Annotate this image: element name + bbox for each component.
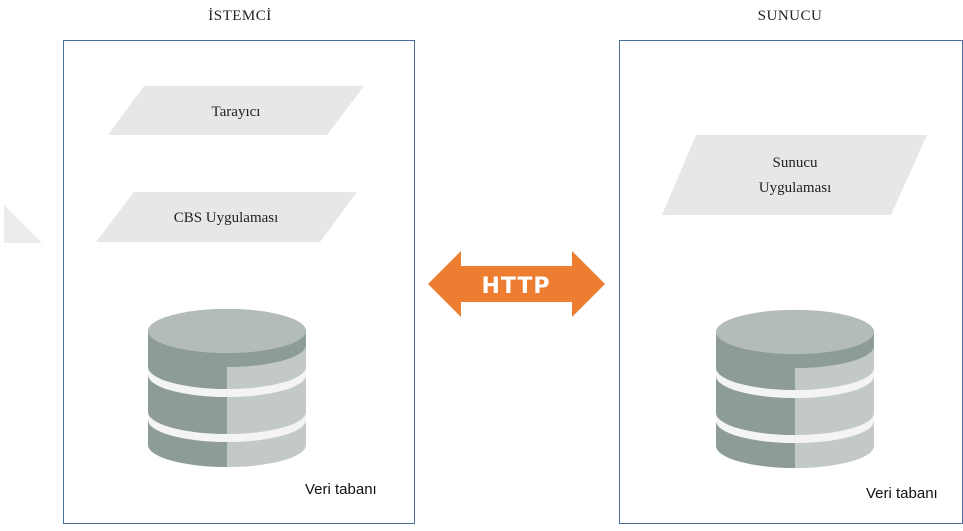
http-double-arrow: [428, 251, 605, 317]
client-title: İSTEMCİ: [208, 8, 272, 24]
server-database-icon: [716, 310, 874, 468]
server-application-label-line2: Uygulaması: [759, 180, 832, 196]
server-application-shape: [662, 135, 927, 215]
server-title: SUNUCU: [757, 8, 823, 24]
client-database-label: Veri tabanı: [305, 481, 377, 498]
client-database-icon: [148, 309, 306, 467]
gis-application-label: CBS Uygulaması: [174, 210, 279, 226]
browser-label: Tarayıcı: [212, 104, 261, 120]
server-application-label-line1: Sunucu: [773, 155, 819, 171]
http-label: HTTP: [481, 274, 550, 299]
server-database-label: Veri tabanı: [866, 485, 938, 502]
browser-shape: [108, 86, 364, 135]
decorative-corner-mark: [4, 205, 42, 243]
gis-application-shape: [96, 192, 357, 242]
